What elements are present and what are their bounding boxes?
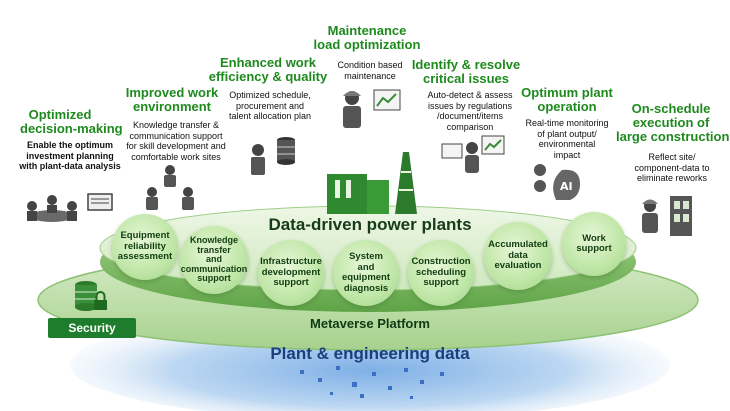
issues-title: Identify & resolve critical issues <box>411 57 521 86</box>
operation-title: Optimum plant operation <box>521 85 613 114</box>
meeting-icon <box>27 193 113 222</box>
center-title: Data-driven power plants <box>268 215 472 234</box>
decision-title: Optimized decision-making <box>20 107 123 136</box>
svg-text:AI: AI <box>560 180 573 193</box>
construction-title: On-schedule execution of large construct… <box>616 101 730 144</box>
power-plant-icon <box>327 152 417 214</box>
data-points <box>300 366 444 399</box>
ai-monitor-icon: AI <box>534 164 580 200</box>
team-icon <box>146 165 194 210</box>
server-icon <box>251 137 295 175</box>
issues-desc: Auto-detect & assess issues by regulatio… <box>427 90 513 132</box>
efficiency-title: Enhanced work efficiency & quality <box>208 55 328 84</box>
data-label: Plant & engineering data <box>270 344 470 363</box>
environment-desc: Knowledge transfer & communication suppo… <box>126 120 226 162</box>
analyst-icon <box>441 135 505 173</box>
construction-desc: Reflect site/ component-data to eliminat… <box>634 152 710 183</box>
operation-desc: Real-time monitoring of plant output/ en… <box>525 118 609 160</box>
security-database-icon <box>75 281 107 311</box>
maintenance-worker-icon <box>343 89 401 128</box>
environment-title: Improved work environment <box>125 85 219 114</box>
platform-label: Metaverse Platform <box>310 316 430 331</box>
security-badge: Security <box>48 318 136 338</box>
maintenance-title: Maintenance load optimization <box>313 23 421 52</box>
construction-worker-icon <box>642 196 692 236</box>
decision-desc: Enable the optimum investment planning w… <box>19 140 121 171</box>
maintenance-desc: Condition based maintenance <box>337 60 403 81</box>
efficiency-desc: Optimized schedule, procurement and tale… <box>228 90 312 121</box>
